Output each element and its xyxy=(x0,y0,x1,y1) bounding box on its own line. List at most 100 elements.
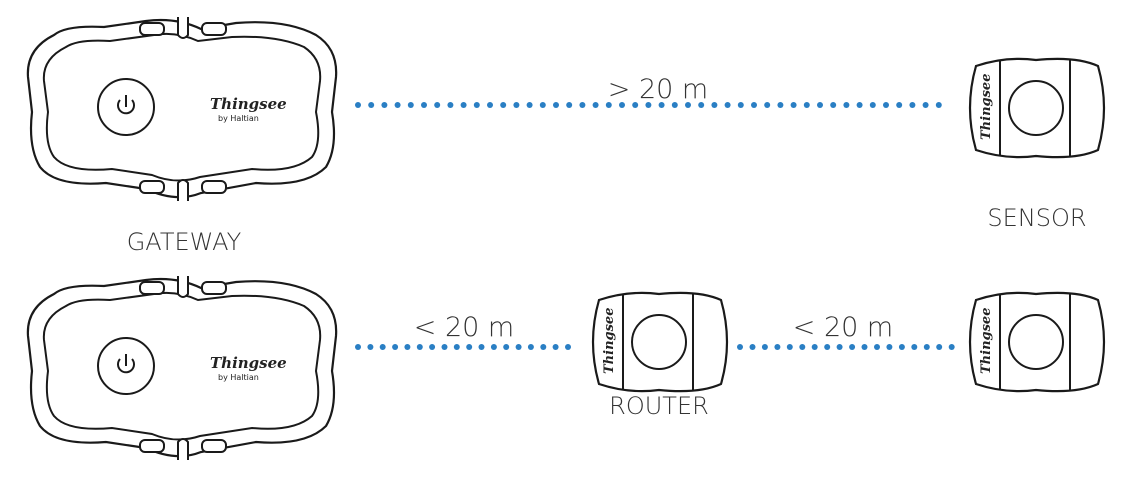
gateway-label: GATEWAY xyxy=(127,228,242,256)
link-dot xyxy=(711,102,718,108)
link-dot xyxy=(579,102,586,108)
brand-name: Thingsee xyxy=(210,95,287,113)
link-dot xyxy=(381,102,388,108)
link-dot xyxy=(923,344,930,350)
sensor-brand: Thingsee xyxy=(979,308,994,374)
link-dot xyxy=(751,102,757,108)
link-dot xyxy=(552,344,559,350)
link-dot xyxy=(724,102,731,108)
gateway-device-top: Thingsee by Haltian xyxy=(26,15,338,203)
link-dot xyxy=(404,344,411,350)
link-dot xyxy=(515,344,522,350)
brand-sub: by Haltian xyxy=(218,114,259,123)
link-dot xyxy=(368,102,375,108)
link-dot xyxy=(886,344,893,350)
link-dot xyxy=(849,344,856,350)
link-dot xyxy=(478,344,485,350)
link-dot xyxy=(619,102,625,108)
distance-hop2: < 20 m xyxy=(793,312,893,343)
link-dot xyxy=(355,344,361,350)
link-dot xyxy=(394,102,401,108)
link-dot xyxy=(811,344,818,350)
link-dot xyxy=(453,344,460,350)
link-dot xyxy=(803,102,810,108)
link-dot xyxy=(861,344,868,350)
link-dot xyxy=(565,344,571,350)
link-dot xyxy=(685,102,691,108)
link-dot xyxy=(490,344,497,350)
router-device: Thingsee xyxy=(591,291,729,393)
link-dot xyxy=(355,102,361,108)
link-dot xyxy=(632,102,639,108)
link-dot xyxy=(786,344,793,350)
link-dot xyxy=(392,344,399,350)
link-dot xyxy=(764,102,771,108)
link-dot xyxy=(817,102,823,108)
link-dot xyxy=(658,102,665,108)
link-dot xyxy=(909,102,916,108)
link-dot xyxy=(407,102,414,108)
link-dot xyxy=(466,344,473,350)
sensor-device-top: Thingsee xyxy=(968,57,1106,159)
link-dot xyxy=(416,344,423,350)
link-dot xyxy=(500,102,507,108)
link-dot xyxy=(896,102,903,108)
link-dot xyxy=(527,344,534,350)
link-dot xyxy=(922,102,929,108)
link-dot xyxy=(936,344,943,350)
link-dot xyxy=(566,102,573,108)
link-dot xyxy=(911,344,918,350)
sensor-brand: Thingsee xyxy=(979,74,994,140)
link-dot xyxy=(487,102,493,108)
link-dot xyxy=(553,102,559,108)
link-dot xyxy=(460,102,467,108)
link-dot xyxy=(824,344,831,350)
link-dot xyxy=(830,102,837,108)
link-dot xyxy=(503,344,510,350)
distance-hop1: < 20 m xyxy=(414,312,514,343)
link-dot xyxy=(856,102,863,108)
link-dot xyxy=(592,102,599,108)
router-label: ROUTER xyxy=(609,392,709,420)
link-dot xyxy=(671,102,678,108)
direct-link xyxy=(355,102,942,108)
link-dot xyxy=(526,102,533,108)
sensor-device-bottom: Thingsee xyxy=(968,291,1106,393)
link-dot xyxy=(540,344,547,350)
brand-sub: by Haltian xyxy=(218,373,259,382)
link-dot xyxy=(843,102,850,108)
link-dot xyxy=(605,102,612,108)
link-dot xyxy=(777,102,784,108)
link-dot xyxy=(799,344,806,350)
link-dot xyxy=(874,344,880,350)
hop1-link xyxy=(355,344,571,350)
power-icon xyxy=(117,354,135,374)
link-dot xyxy=(513,102,520,108)
link-dot xyxy=(836,344,843,350)
link-dot xyxy=(935,102,942,108)
link-dot xyxy=(447,102,454,108)
link-dot xyxy=(761,344,768,350)
link-dot xyxy=(774,344,781,350)
link-dot xyxy=(737,344,743,350)
link-dot xyxy=(379,344,386,350)
link-dot xyxy=(429,344,436,350)
link-dot xyxy=(737,102,744,108)
link-dot xyxy=(441,344,448,350)
router-brand: Thingsee xyxy=(602,308,617,374)
sensor-label: SENSOR xyxy=(987,204,1086,232)
link-dot xyxy=(421,102,427,108)
link-dot xyxy=(790,102,797,108)
link-dot xyxy=(698,102,705,108)
link-dot xyxy=(434,102,441,108)
link-dot xyxy=(749,344,756,350)
hop2-link xyxy=(737,344,955,350)
link-dot xyxy=(898,344,905,350)
distance-direct: > 20 m xyxy=(608,74,708,105)
link-dot xyxy=(883,102,889,108)
gateway-device-bottom: Thingsee by Haltian xyxy=(26,274,338,462)
link-dot xyxy=(367,344,374,350)
link-dot xyxy=(539,102,546,108)
link-dot xyxy=(473,102,480,108)
